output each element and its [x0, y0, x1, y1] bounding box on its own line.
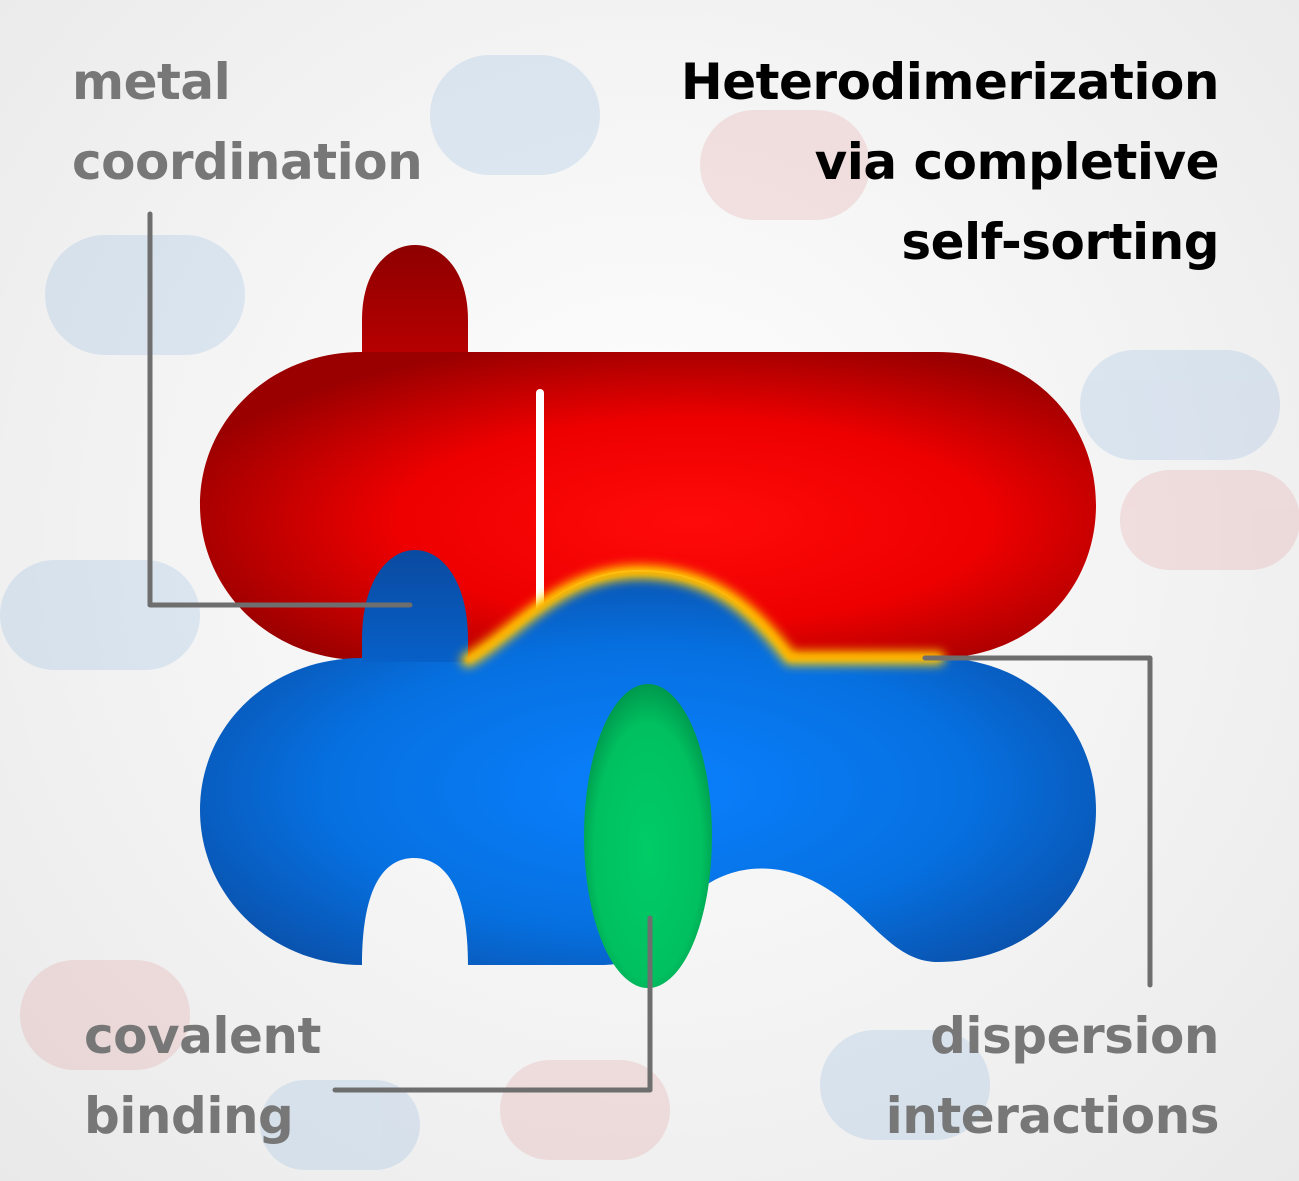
label-metal-coordination: metal coordination [72, 42, 423, 202]
label-metal-line-2: coordination [72, 133, 423, 191]
label-covalent-binding: covalent binding [84, 996, 321, 1156]
callout-metal [147, 211, 413, 608]
title-line-1: Heterodimerization [680, 53, 1220, 111]
diagram-title: Heterodimerization via completive self-s… [519, 42, 1220, 282]
title-line-2: via completive [814, 133, 1220, 191]
background-motif [0, 55, 1299, 1170]
callout-covalent [332, 915, 653, 1093]
label-covalent-line-2: binding [84, 1087, 294, 1145]
label-dispersion-line-2: interactions [885, 1087, 1220, 1145]
title-line-3: self-sorting [901, 213, 1219, 271]
callout-lines [147, 211, 1153, 1093]
label-dispersion-interactions: dispersion interactions [885, 996, 1220, 1156]
label-covalent-line-1: covalent [84, 1007, 321, 1065]
label-dispersion-line-1: dispersion [930, 1007, 1219, 1065]
bottom-unit-knob [362, 550, 468, 662]
label-metal-line-1: metal [72, 53, 231, 111]
interface-line [466, 569, 940, 662]
callout-dispersion [922, 655, 1153, 988]
top-unit-knob [362, 245, 468, 360]
covalent-link [584, 684, 712, 988]
